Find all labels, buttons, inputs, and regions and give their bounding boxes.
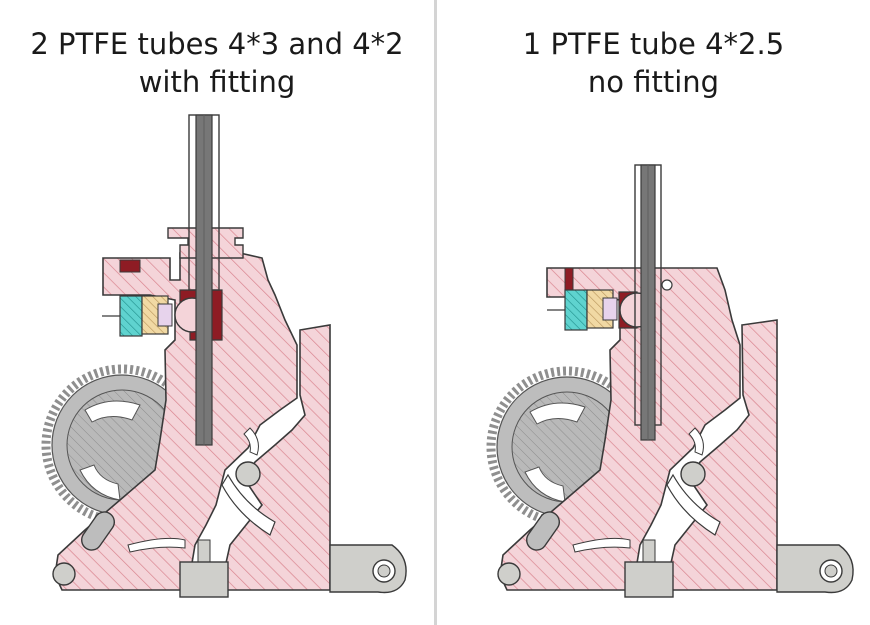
motor-shaft-section bbox=[119, 295, 143, 337]
tension-arm bbox=[664, 319, 778, 591]
tension-arm bbox=[219, 324, 331, 591]
panel-with-fitting: 2 PTFE tubes 4*3 and 4*2 with fitting bbox=[0, 0, 434, 625]
panel-title-line2: with fitting bbox=[138, 65, 296, 99]
panel-title-line2: no fitting bbox=[587, 65, 720, 99]
extruder-cross-section-no-fitting bbox=[486, 164, 854, 598]
motor-shaft-section bbox=[564, 289, 588, 331]
extruder-body bbox=[54, 252, 298, 591]
panel-title-line1: 2 PTFE tubes 4*3 and 4*2 bbox=[30, 27, 404, 61]
panel-title-line1: 1 PTFE tube 4*2.5 bbox=[522, 27, 785, 61]
nozzle-coupler bbox=[624, 561, 674, 598]
panel-divider bbox=[434, 0, 437, 625]
nozzle-coupler bbox=[179, 561, 229, 598]
extruder-cross-section-with-fitting bbox=[41, 114, 407, 598]
panel-no-fitting: 1 PTFE tube 4*2.5 no fitting bbox=[437, 0, 870, 625]
